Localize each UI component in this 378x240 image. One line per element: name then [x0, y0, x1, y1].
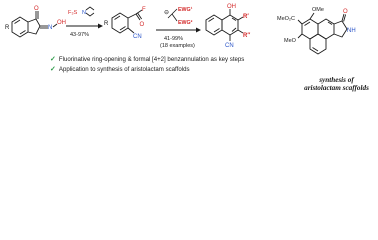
- start-cyclopentane-ring: [27, 18, 41, 35]
- bullet-text-1: Fluorinative ring-opening & formal [4+2]…: [58, 56, 245, 63]
- reagent2-yield: 41-99%: [164, 36, 183, 42]
- reaction-arrow-2: [156, 27, 201, 33]
- aristolactam-meo-label: MeO: [284, 38, 297, 44]
- aristolactam-lactam-ring: [333, 20, 348, 38]
- starting-material: [11, 11, 48, 38]
- reagent2-ewg2-label: EWG²: [178, 20, 193, 26]
- product-r-double-prime-label: R″: [243, 33, 250, 39]
- reagent2-examples: (18 examples): [160, 43, 195, 49]
- aristolactam-ome-label: OMe: [312, 7, 324, 13]
- bullet-text-2: Application to synthesis of aristolactam…: [58, 66, 190, 73]
- intermediate-oxygen-label: O: [140, 22, 145, 28]
- checkmark-icon: ✓: [50, 66, 56, 73]
- aristolactam-oxygen-label: O: [343, 9, 348, 15]
- reagent2-anion-symbol: ⊖: [164, 10, 169, 16]
- caption-line-1: synthesis of: [319, 76, 354, 84]
- reagent1-n-label: N: [82, 10, 86, 16]
- aristolactam-bottom-ring: [309, 33, 327, 55]
- start-nitrogen-label: N: [48, 25, 52, 31]
- bullet-application: ✓Application to synthesis of aristolacta…: [50, 66, 190, 74]
- reaction-scheme: O N OH R F₃S N 43-97% O F CN R EWG¹ EWG²…: [5, 4, 356, 55]
- reagent1-f3s-label: F₃S: [68, 10, 78, 16]
- product: [205, 9, 244, 41]
- aristolactam-structure: [297, 12, 348, 55]
- product-right-ring: [221, 14, 239, 36]
- start-r-label: R: [5, 25, 10, 31]
- aristolactam-nh-label: NH: [347, 28, 356, 34]
- caption-line-2: aristolactam scaffolds: [304, 84, 369, 92]
- checkmark-icon: ✓: [50, 56, 56, 63]
- aristolactam-ester-label: MeO₂C: [277, 16, 295, 22]
- intermediate-cn-label: CN: [133, 34, 142, 40]
- start-benzene-ring: [11, 16, 29, 38]
- intermediate: [111, 9, 143, 34]
- reagent1-ethyl-groups: [85, 6, 95, 17]
- aristolactam-caption: synthesis of aristolactam scaffolds: [295, 76, 378, 92]
- intermediate-fluoride-label: F: [142, 7, 146, 13]
- product-r-prime-label: R′: [243, 14, 249, 20]
- start-oxygen-label: O: [34, 6, 39, 12]
- product-cn-label: CN: [225, 43, 234, 49]
- reagent2-bonds: [167, 8, 178, 22]
- reagent2-ewg1-label: EWG¹: [178, 7, 193, 13]
- intermediate-r-label: R: [104, 21, 109, 27]
- reaction-arrow-1: [66, 23, 103, 29]
- product-oh-label: OH: [227, 4, 236, 10]
- bullet-fluorinative-step: ✓Fluorinative ring-opening & formal [4+2…: [50, 56, 244, 64]
- reagent1-yield: 43-97%: [70, 32, 89, 38]
- start-hydroxyl-label: OH: [57, 20, 66, 26]
